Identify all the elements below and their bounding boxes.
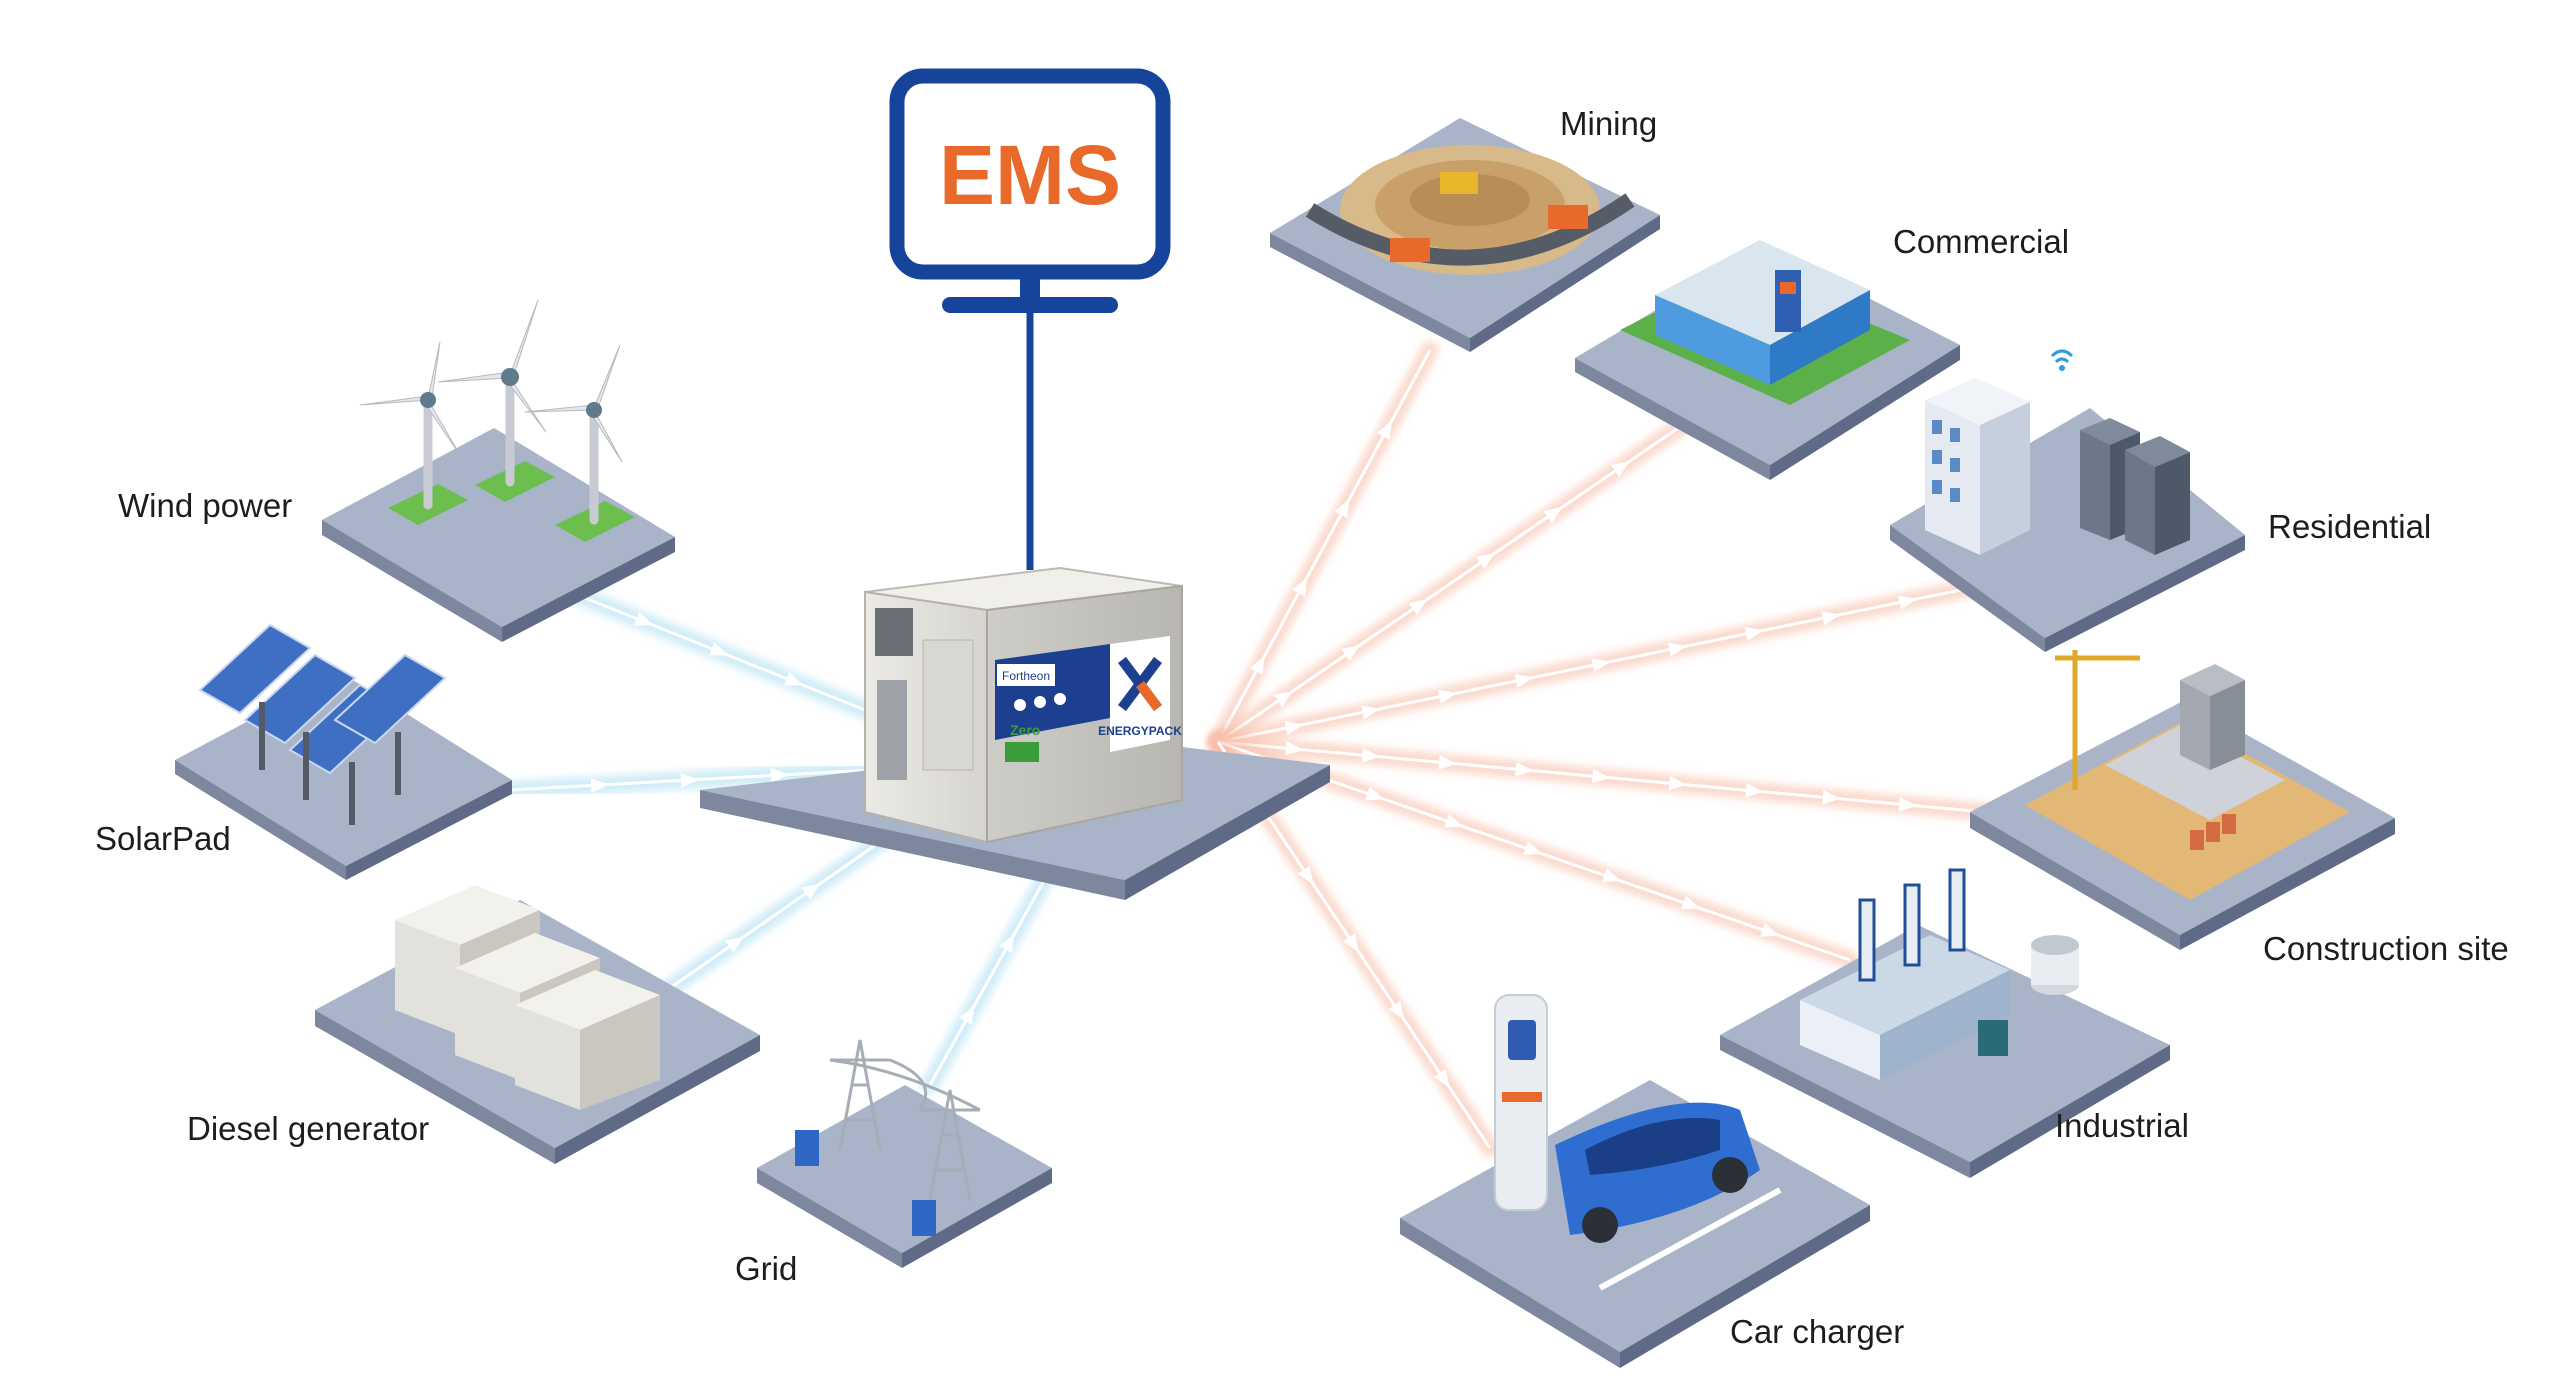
flow-industrial-arrow: [1602, 868, 1622, 883]
flow-solar-arrow: [770, 768, 789, 783]
flow-industrial-arrow: [1365, 786, 1385, 801]
flow-construction-arrow: [1361, 748, 1381, 763]
mining-label: Mining: [1560, 105, 1657, 142]
flow-mining: [1209, 341, 1439, 751]
flow-wind-arrow: [633, 611, 654, 626]
flow-construction-arrow: [1285, 741, 1304, 756]
solarpad-label: SolarPad: [95, 820, 231, 857]
flow-diesel-arrow: [801, 883, 821, 900]
ems-monitor: EMS: [889, 68, 1171, 570]
diesel-generator-tile: [315, 885, 760, 1164]
grid-label: Grid: [735, 1250, 797, 1287]
solarpad-tile: [175, 623, 512, 880]
unit-brand-text: Fortheon: [1002, 669, 1050, 683]
diesel-generator-label: Diesel generator: [187, 1110, 429, 1147]
flow-mining-arrow: [1292, 577, 1308, 597]
flow-commercial-arrow: [1476, 552, 1496, 570]
flow-residential-arrow: [1284, 721, 1304, 736]
flow-solar-arrow: [590, 778, 609, 793]
construction-site-label: Construction site: [2263, 930, 2509, 967]
flow-wind-arrow: [783, 671, 804, 686]
flow-wind: [561, 583, 879, 721]
commercial-label: Commercial: [1893, 223, 2069, 260]
flow-grid-arrow: [999, 933, 1015, 954]
flow-solar-arrow: [680, 773, 699, 788]
ems-neck: [1020, 270, 1040, 300]
flow-construction-arrow: [1898, 797, 1918, 812]
flow-diesel-arrow: [725, 936, 745, 953]
flow-mining-arrow: [1376, 420, 1392, 440]
flow-commercial-arrow: [1611, 460, 1631, 478]
commercial-tile: [1575, 240, 1960, 480]
flow-residential-arrow: [1591, 658, 1611, 673]
flow-residential-arrow: [1514, 673, 1534, 689]
flow-commercial-arrow: [1543, 506, 1563, 524]
residential-label: Residential: [2268, 508, 2431, 545]
flow-diesel: [651, 826, 899, 1004]
flow-construction-arrow: [1821, 790, 1841, 805]
flow-solar: [501, 761, 879, 799]
wind-power-tile: [322, 299, 675, 642]
wind-power-label: Wind power: [118, 487, 292, 524]
unit-badge-text: Zero: [1010, 722, 1040, 738]
flow-construction: [1209, 733, 1994, 821]
ems-label: EMS: [939, 128, 1121, 222]
ems-stand: [942, 297, 1118, 313]
flow-wind-arrow: [708, 641, 729, 656]
car-charger-label: Car charger: [1730, 1313, 1904, 1350]
flow-industrial-arrow: [1444, 814, 1464, 828]
energypack-container: Fortheon ENERGYPACK Zero: [864, 566, 1183, 844]
flow-industrial-arrow: [1760, 923, 1780, 937]
mining-tile: [1270, 118, 1660, 352]
flow-grid: [921, 861, 1059, 1094]
flow-residential: [1209, 576, 1994, 751]
industrial-label: Industrial: [2055, 1107, 2189, 1144]
flow-commercial-arrow: [1273, 690, 1293, 708]
flow-mining-arrow: [1334, 498, 1350, 519]
unit-product-text: ENERGYPACK: [1098, 724, 1182, 738]
flow-grid-arrow: [959, 1005, 975, 1025]
flow-residential-arrow: [1437, 689, 1457, 704]
flow-commercial-arrow: [1408, 598, 1428, 616]
flow-residential-arrow: [1744, 626, 1764, 641]
flow-industrial-arrow: [1523, 841, 1543, 855]
industrial-tile: [1720, 868, 2170, 1178]
grid-tile: [757, 1039, 1052, 1268]
construction-site-tile: [1970, 650, 2395, 950]
flow-commercial-arrow: [1341, 644, 1361, 662]
flow-residential-arrow: [1821, 611, 1841, 626]
flow-charger-arrow: [1388, 1001, 1405, 1021]
flow-commercial: [1209, 411, 1699, 751]
flow-industrial-arrow: [1681, 895, 1701, 910]
flow-residential-arrow: [1667, 642, 1688, 657]
car-charger-tile: [1400, 994, 1870, 1368]
flow-charger-arrow: [1297, 865, 1314, 885]
flow-residential-arrow: [1898, 595, 1918, 610]
flow-charger-arrow: [1343, 933, 1360, 953]
flow-charger-arrow: [1433, 1068, 1450, 1088]
flow-construction-arrow: [1668, 776, 1688, 791]
flow-construction-arrow: [1515, 762, 1534, 777]
flow-construction-arrow: [1745, 783, 1764, 798]
flow-construction-arrow: [1438, 755, 1458, 770]
flow-mining-arrow: [1249, 655, 1265, 675]
residential-tile: [1890, 349, 2245, 652]
flow-residential-arrow: [1361, 705, 1381, 720]
flow-construction-arrow: [1591, 769, 1611, 784]
